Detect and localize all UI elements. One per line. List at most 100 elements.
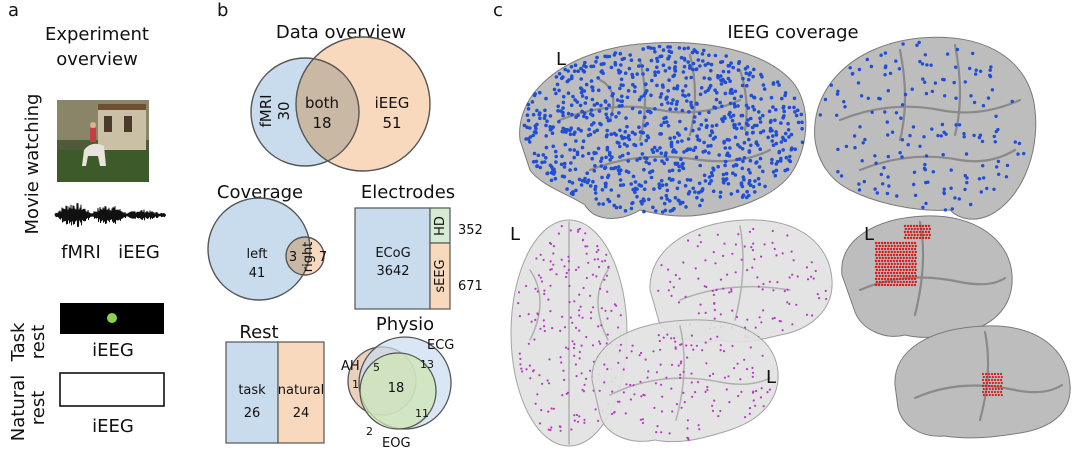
electrode-dot xyxy=(539,276,543,279)
electrode-dot xyxy=(787,105,792,110)
electrode-dot xyxy=(561,113,565,118)
electrode-dot xyxy=(599,342,602,345)
electrode-dot xyxy=(669,140,674,145)
hd-electrode-dot xyxy=(912,224,916,228)
electrode-dot xyxy=(522,123,527,128)
electrode-dot xyxy=(687,190,692,194)
electrode-dot xyxy=(643,156,647,160)
electrode-dot xyxy=(751,249,755,252)
electrode-dot xyxy=(670,208,675,212)
electrode-dot xyxy=(736,362,739,365)
electrode-dot xyxy=(751,391,755,394)
electrode-dot xyxy=(619,314,622,317)
electrode-dot xyxy=(923,168,927,172)
electrode-dot xyxy=(733,135,738,140)
hd-electrode-dot xyxy=(890,268,893,272)
electrode-dot xyxy=(561,100,566,105)
electrode-dot xyxy=(707,86,712,90)
electrode-dot xyxy=(883,73,887,77)
magenta-electrodes-lower xyxy=(598,333,772,441)
electrode-dot xyxy=(740,113,745,118)
electrode-dot xyxy=(603,278,606,281)
electrode-dot xyxy=(859,94,864,98)
electrode-dot xyxy=(690,50,695,55)
hd-electrode-dot xyxy=(896,280,899,284)
hd-electrode-dot xyxy=(878,262,881,266)
electrode-dot xyxy=(532,370,535,373)
hd-electrode-dot xyxy=(877,241,881,245)
electrode-dot xyxy=(714,262,717,265)
electrode-dot xyxy=(633,132,637,136)
ieeg-only-count: 51 xyxy=(382,114,401,132)
electrode-dot xyxy=(992,134,996,139)
seeg-area xyxy=(429,242,451,310)
electrode-dot xyxy=(578,357,581,360)
electrode-dot xyxy=(751,266,754,269)
electrode-dot xyxy=(734,271,737,274)
electrode-dot xyxy=(581,154,585,158)
electrode-dot xyxy=(655,83,659,88)
hd-electrode-dot xyxy=(996,372,1000,376)
hd-electrode-dot xyxy=(997,393,1000,397)
electrode-dot xyxy=(669,101,674,106)
hd-electrode-dot xyxy=(907,259,911,263)
electrode-dot xyxy=(656,425,659,428)
hd-electrode-dot xyxy=(902,250,905,254)
electrode-dot xyxy=(594,151,598,155)
hd-electrode-dot xyxy=(921,230,925,234)
coverage-overlap xyxy=(286,237,310,275)
hd-electrode-dot xyxy=(880,241,884,245)
electrode-dot xyxy=(739,378,742,381)
hd-electrode-dot xyxy=(918,236,922,240)
electrode-dot xyxy=(848,66,852,70)
hd-electrode-dot xyxy=(899,244,902,248)
electrode-dot xyxy=(945,52,950,56)
electrode-dot xyxy=(686,427,689,430)
electrode-dot xyxy=(572,148,577,152)
electrode-dot xyxy=(525,368,528,371)
electrode-dot xyxy=(570,74,574,78)
hd-electrode-dot xyxy=(910,277,914,281)
electrode-dot xyxy=(793,110,797,114)
electrode-dot xyxy=(886,154,890,159)
electrode-dot xyxy=(585,252,588,255)
hd-electrode-dot xyxy=(889,265,893,269)
hd-electrode-dot xyxy=(875,280,878,284)
electrode-dot xyxy=(597,248,600,252)
electrode-dot xyxy=(590,85,595,90)
electrode-dot xyxy=(633,180,638,184)
electrode-dot xyxy=(770,161,774,165)
electrode-dot xyxy=(786,288,789,291)
electrode-dot xyxy=(663,69,668,73)
electrode-dot xyxy=(723,242,726,245)
electrode-dot xyxy=(722,254,725,257)
electrode-dot xyxy=(788,302,791,305)
hd-electrode-dot xyxy=(994,393,997,397)
electrode-dot xyxy=(925,63,929,67)
electrode-dot xyxy=(629,58,634,62)
electrode-dot xyxy=(675,140,680,144)
electrode-dot xyxy=(605,115,609,120)
natural-area xyxy=(277,341,325,444)
electrode-dot xyxy=(558,425,561,428)
electrode-dot xyxy=(582,390,586,393)
electrode-dot xyxy=(565,271,568,275)
electrode-dot xyxy=(806,278,810,281)
electrode-dot xyxy=(552,170,557,174)
hd-electrode-dot xyxy=(892,247,896,251)
electrode-dot xyxy=(922,135,926,139)
hd-electrode-dot xyxy=(919,227,922,231)
hd-electrode-dot xyxy=(911,268,914,272)
electrode-dot xyxy=(609,188,614,192)
electrode-dot xyxy=(879,172,883,177)
electrode-dot xyxy=(691,395,694,398)
electrode-dot xyxy=(569,161,573,165)
task-label: task xyxy=(238,383,266,398)
electrode-dot xyxy=(614,133,618,137)
electrode-dot xyxy=(645,67,650,72)
hd-electrode-dot xyxy=(898,253,902,257)
electrode-dot xyxy=(683,184,688,188)
hd-electrode-dot xyxy=(887,262,890,266)
electrode-dot xyxy=(879,53,883,57)
electrode-dot xyxy=(641,47,645,51)
